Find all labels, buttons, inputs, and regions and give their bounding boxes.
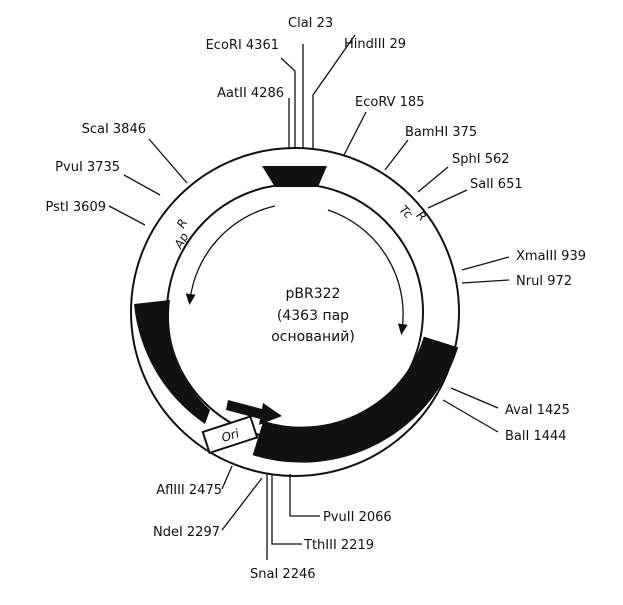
ori-direction-arrow [226,400,282,425]
site-label: AflIII 2475 [156,483,222,498]
site-label: BamHI 375 [405,125,477,140]
site-leader-1 [312,34,356,150]
site-label: NdeI 2297 [153,525,220,540]
site-label: EcoRV 185 [355,95,424,110]
site-leader-8 [450,387,499,409]
ampicillin-direction-arrow [185,205,276,305]
site-leader-2 [343,111,367,156]
ring-segment-bottom-right [252,336,459,463]
plasmid-size: (4363 пар [277,308,349,324]
site-label: TthIII 2219 [303,538,374,553]
ring-segment-top [262,166,327,187]
site-leader-16 [123,174,161,196]
site-leader-10 [289,474,320,517]
restriction-site-labels: ClaI 23 HindIII 29 EcoRV 185 BamHI 375 S… [45,16,586,582]
site-leader-19 [280,57,296,148]
plasmid-bases: оснований) [271,329,355,345]
plasmid-name: pBR322 [286,286,341,302]
site-label: AatII 4286 [217,86,284,101]
site-label: ClaI 23 [288,16,333,31]
site-leader-6 [461,256,510,271]
tetracycline-direction-arrow [327,209,408,335]
site-leader-9 [442,399,499,433]
ring-segment-left-lower [134,300,210,424]
site-label: XmaIII 939 [516,249,586,264]
site-label: SphI 562 [452,152,510,167]
ori-label: Ori [220,426,242,445]
site-leader-15 [108,205,146,226]
site-label: AvaI 1425 [505,403,570,418]
site-leader-4 [417,166,449,193]
site-label: BalI 1444 [505,429,567,444]
site-label: HindIII 29 [344,37,406,52]
site-leader-17 [148,138,188,184]
site-label: ScaI 3846 [82,122,146,137]
site-leader-14 [221,465,233,490]
site-leader-5 [427,189,468,209]
site-leader-11 [271,474,302,545]
site-leader-7 [461,279,510,284]
site-label: SalI 651 [470,177,523,192]
site-label: PvuII 2066 [323,510,392,525]
site-leader-13 [221,477,263,531]
site-label: PstI 3609 [45,200,106,215]
site-label: PvuI 3735 [55,160,120,175]
site-label: EcoRI 4361 [206,38,279,53]
restriction-site-leaders [108,34,510,560]
ori-box: Ori [201,415,259,455]
site-label: NruI 972 [516,274,572,289]
site-label: SnaI 2246 [250,567,316,582]
site-leader-3 [384,139,409,171]
